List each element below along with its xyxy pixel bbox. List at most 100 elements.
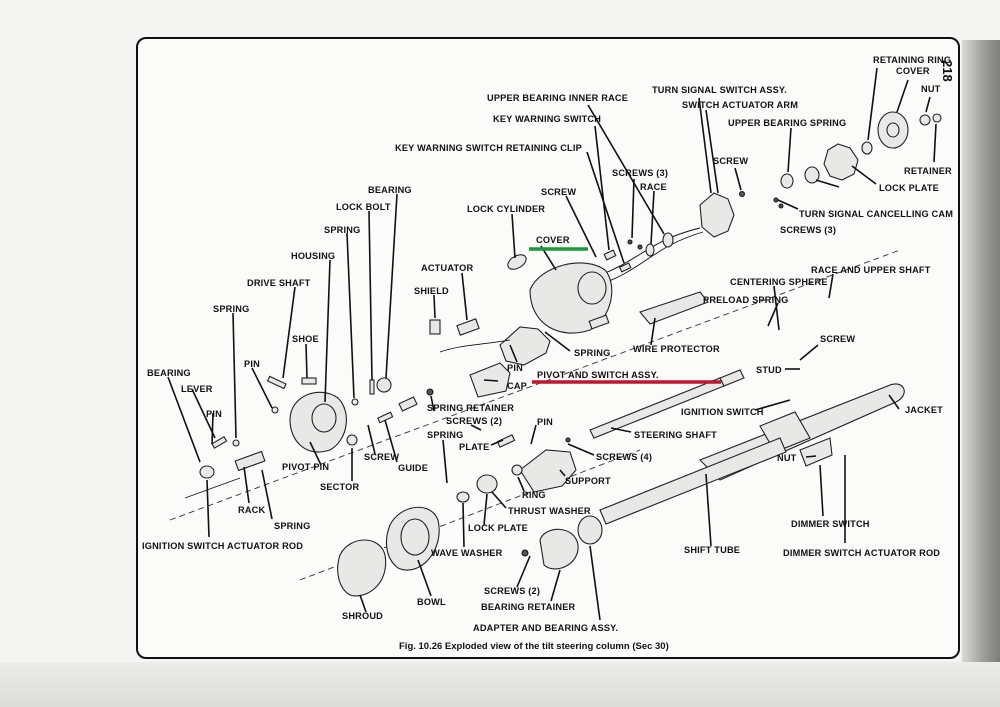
label-key-warning-switch: KEY WARNING SWITCH [493,114,601,124]
label-steering-shaft: STEERING SHAFT [634,430,717,440]
screws-right-part-2 [778,203,784,209]
screws-mid-part [627,239,633,245]
label-support: SUPPORT [565,476,611,486]
label-bearing-top: BEARING [368,185,412,195]
upper-bearing-spring-part [780,173,794,189]
lock-cylinder-part [507,254,527,270]
lever-part [211,436,228,449]
label-shoe: SHOE [292,334,319,344]
wire-protector-part [639,291,709,325]
label-turn-signal-switch-assy: TURN SIGNAL SWITCH ASSY. [652,85,787,95]
label-shift-tube: SHIFT TUBE [684,545,740,555]
label-pivot-pin: PIVOT PIN [282,462,329,472]
screws-mid-part-2 [637,244,643,250]
drive-shaft-part [266,375,287,390]
label-sector: SECTOR [320,482,359,492]
spring-mid-part [588,314,610,330]
key-warning-clip-part [618,262,632,273]
bowl-inner [400,518,430,556]
label-pin-right: PIN [537,417,553,427]
label-spring-retainer: SPRING RETAINER [427,403,514,413]
leader-lines [167,67,937,621]
label-bearing-retainer: BEARING RETAINER [481,602,576,612]
label-screws-2-low: SCREWS (2) [484,586,540,596]
page-bottom-margin [0,662,1000,707]
label-bowl: BOWL [417,597,446,607]
rack-part [234,450,266,472]
label-spring-rack: SPRING [274,521,310,531]
labels: RETAINING RING COVER NUT RETAINER LOCK P… [142,55,953,633]
label-pivot-and-switch-assy: PIVOT AND SWITCH ASSY. [537,370,659,380]
label-jacket: JACKET [905,405,943,415]
label-actuator: ACTUATOR [421,263,473,273]
label-dimmer-switch: DIMMER SWITCH [791,519,870,529]
plate-part [496,434,516,448]
retainer-part [932,113,942,123]
turn-signal-wires-2 [603,231,704,284]
label-screws-2-mid: SCREWS (2) [446,416,502,426]
support-part [519,449,577,493]
label-spring-top: SPRING [324,225,360,235]
housing-bore [311,403,337,433]
spring-retainer-coil [398,396,418,412]
lock-plate-part [823,143,859,181]
label-pin-top: PIN [244,359,260,369]
actuator-rod [439,339,511,353]
ring-part [511,464,523,476]
label-rack: RACK [238,505,266,515]
pin-part [271,406,279,414]
label-nut-right: NUT [777,453,797,463]
bearing-top-part [376,377,392,393]
label-lock-bolt: LOCK BOLT [336,202,391,212]
label-preload-spring: PRELOAD SPRING [703,295,789,305]
label-dimmer-switch-actuator-rod: DIMMER SWITCH ACTUATOR ROD [783,548,940,558]
label-cap: CAP [507,381,527,391]
label-plate: PLATE [459,442,489,452]
screw-top-part [739,191,745,197]
cover-hub-part [886,122,900,138]
label-pin-mid: PIN [507,363,523,373]
steering-shaft-end [719,369,745,387]
label-housing: HOUSING [291,251,335,261]
figure-caption: Fig. 10.26 Exploded view of the tilt ste… [399,641,669,652]
label-cover-mid: COVER [536,235,570,245]
label-wave-washer: WAVE WASHER [431,548,503,558]
key-warning-switch-part [603,249,617,261]
label-screw-right: SCREW [820,334,855,344]
label-cover-top: COVER [896,66,930,76]
ignition-switch-rod-part [184,477,241,499]
label-switch-actuator-arm: SWITCH ACTUATOR ARM [682,100,798,110]
label-pin-left: PIN [206,409,222,419]
page-edge-shadow [962,40,1000,707]
turn-signal-cancelling-cam-part [804,166,820,184]
label-upper-bearing-inner-race: UPPER BEARING INNER RACE [487,93,628,103]
retaining-ring-part [861,141,873,155]
label-shroud: SHROUD [342,611,383,621]
label-screw-low: SCREW [364,452,399,462]
label-ring: RING [522,490,546,500]
label-race-and-upper-shaft: RACE AND UPPER SHAFT [811,265,931,275]
label-shield: SHIELD [414,286,449,296]
label-lever: LEVER [181,384,213,394]
pivot-switch-part [499,326,551,366]
label-screw-mid: SCREW [541,187,576,197]
bearing-retainer-part [539,528,579,570]
label-screws-3-right: SCREWS (3) [780,225,836,235]
upper-bearing-inner-race-part [662,232,674,248]
cover-mid-bore [577,271,607,305]
label-ignition-switch: IGNITION SWITCH [681,407,764,417]
bearing-left-part [199,465,215,479]
label-guide: GUIDE [398,463,428,473]
dimmer-switch-part [799,437,833,467]
label-bearing-left: BEARING [147,368,191,378]
label-stud: STUD [756,365,782,375]
screws-4-part [565,437,571,443]
label-centering-sphere: CENTERING SPHERE [730,277,828,287]
turn-signal-switch-part [699,192,735,238]
sector-part [346,434,358,446]
label-wire-protector: WIRE PROTECTOR [633,344,720,354]
wave-washer-part [456,491,470,503]
label-lock-plate-top: LOCK PLATE [879,183,939,193]
screws-2-low-part [521,549,529,557]
